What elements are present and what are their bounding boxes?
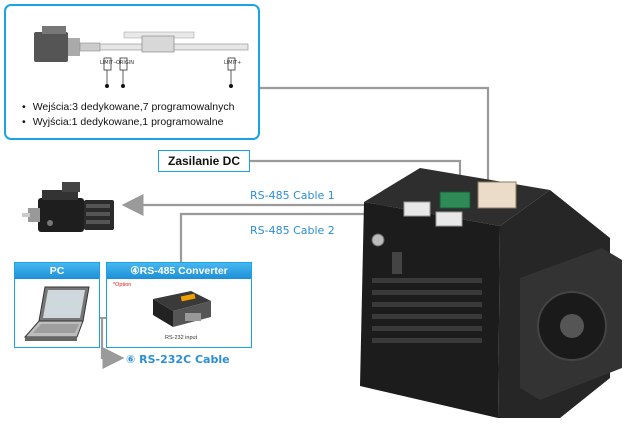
origin-label: ORIGIN	[116, 60, 134, 66]
converter-title: ④RS-485 Converter	[107, 263, 251, 279]
pc-box: PC	[14, 262, 100, 348]
io-bullet-list: Wejścia:3 dedykowane,7 programowalnych W…	[22, 100, 235, 130]
laptop-icon	[23, 286, 90, 341]
pc-title: PC	[15, 263, 99, 279]
io-cable	[260, 86, 490, 182]
rs232c-cable-label: ⑥ RS-232C Cable	[126, 353, 230, 366]
servo-motor-image	[22, 182, 114, 232]
rs485-converter-box: ④RS-485 Converter *Option RS-232 input	[106, 262, 252, 348]
integrated-servo-drive-image	[360, 168, 622, 418]
option-note: *Option	[113, 282, 132, 288]
limit-minus-label: LIMIT−	[100, 60, 118, 66]
rs485-cable-2	[179, 212, 425, 262]
linear-stage-illustration	[34, 26, 249, 88]
rs485-cable-1-label: RS-485 Cable 1	[250, 189, 335, 202]
rs485-cable-2-label: RS-485 Cable 2	[250, 224, 335, 237]
dc-power-label: Zasilanie DC	[158, 150, 250, 172]
rs232c-cable	[100, 318, 125, 369]
rs232-input-label: RS-232 input	[165, 335, 198, 341]
converter-device-image	[153, 291, 211, 327]
inputs-bullet: Wejścia:3 dedykowane,7 programowalnych	[22, 100, 235, 115]
limit-plus-label: LIMIT+	[224, 60, 242, 66]
outputs-bullet: Wyjścia:1 dedykowane,1 programowalne	[22, 115, 234, 130]
